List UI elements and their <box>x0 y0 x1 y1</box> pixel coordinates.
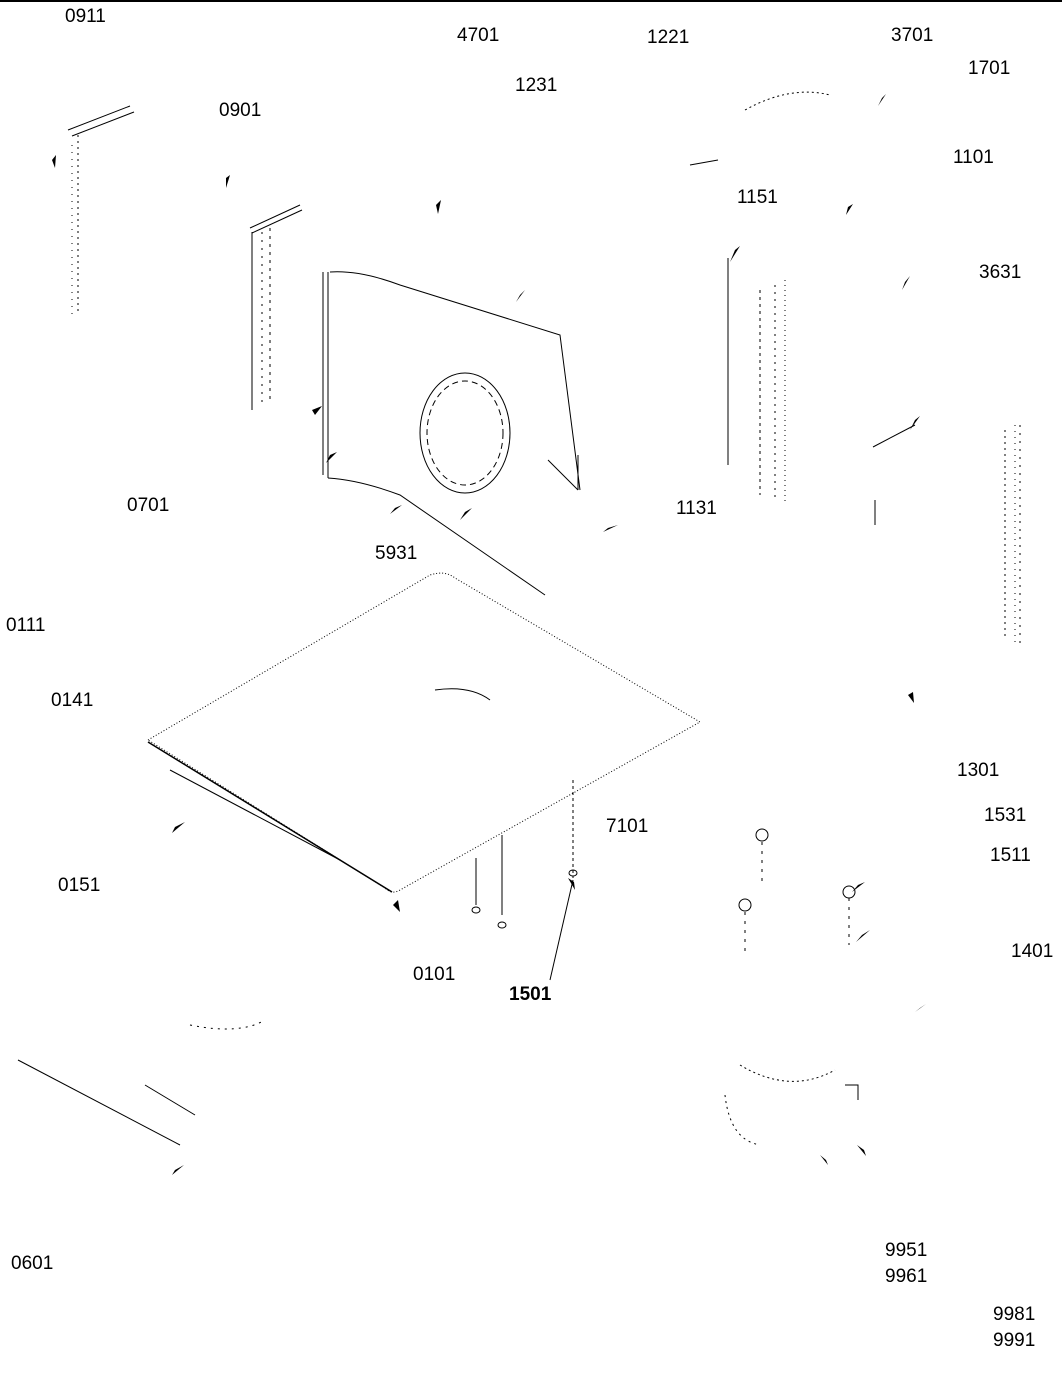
base-pan-0111 <box>147 572 702 893</box>
part-label-9951: 9951 <box>885 1240 928 1261</box>
side-coil-3631 <box>1004 425 1021 645</box>
part-label-1401: 1401 <box>1011 941 1054 962</box>
part-label-1301: 1301 <box>957 760 1000 781</box>
hardware-cluster-1701 <box>689 91 916 525</box>
part-label-1131: 1131 <box>676 498 717 519</box>
front-rail-0601 <box>17 1019 266 1146</box>
part-label-9981: 9981 <box>993 1304 1036 1325</box>
part-label-1231: 1231 <box>515 75 558 96</box>
part-label-4701: 4701 <box>457 25 500 46</box>
part-label-0601: 0601 <box>11 1253 54 1274</box>
part-label-9961: 9961 <box>885 1266 928 1287</box>
part-label-0701: 0701 <box>127 495 170 516</box>
part-label-1511: 1511 <box>990 845 1031 866</box>
part-label-1151: 1151 <box>737 187 778 208</box>
part-label-0901: 0901 <box>219 100 262 121</box>
compressor-1401 <box>724 828 859 1146</box>
blower-partition-0701 <box>322 271 581 596</box>
part-label-1101: 1101 <box>953 147 994 168</box>
part-label-1701: 1701 <box>968 58 1011 79</box>
screws-1501 <box>471 780 578 981</box>
part-label-0151: 0151 <box>58 875 101 896</box>
condenser-coil-1131 <box>727 258 786 505</box>
part-label-0101: 0101 <box>413 964 456 985</box>
part-label-1221: 1221 <box>647 27 690 48</box>
part-label-1501: 1501 <box>509 984 552 1005</box>
leader-arrows <box>52 94 926 1175</box>
part-label-5931: 5931 <box>375 543 418 564</box>
top-border <box>0 0 1062 2</box>
part-label-3631: 3631 <box>979 262 1022 283</box>
part-label-7101: 7101 <box>606 816 649 837</box>
part-label-0911: 0911 <box>65 6 106 27</box>
part-label-9991: 9991 <box>993 1330 1036 1351</box>
coil-bracket-0901 <box>249 204 303 410</box>
part-label-3701: 3701 <box>891 25 934 46</box>
part-label-0141: 0141 <box>51 690 94 711</box>
side-bracket-0911 <box>67 105 135 315</box>
part-label-0111: 0111 <box>6 615 46 636</box>
part-label-1531: 1531 <box>984 805 1027 826</box>
